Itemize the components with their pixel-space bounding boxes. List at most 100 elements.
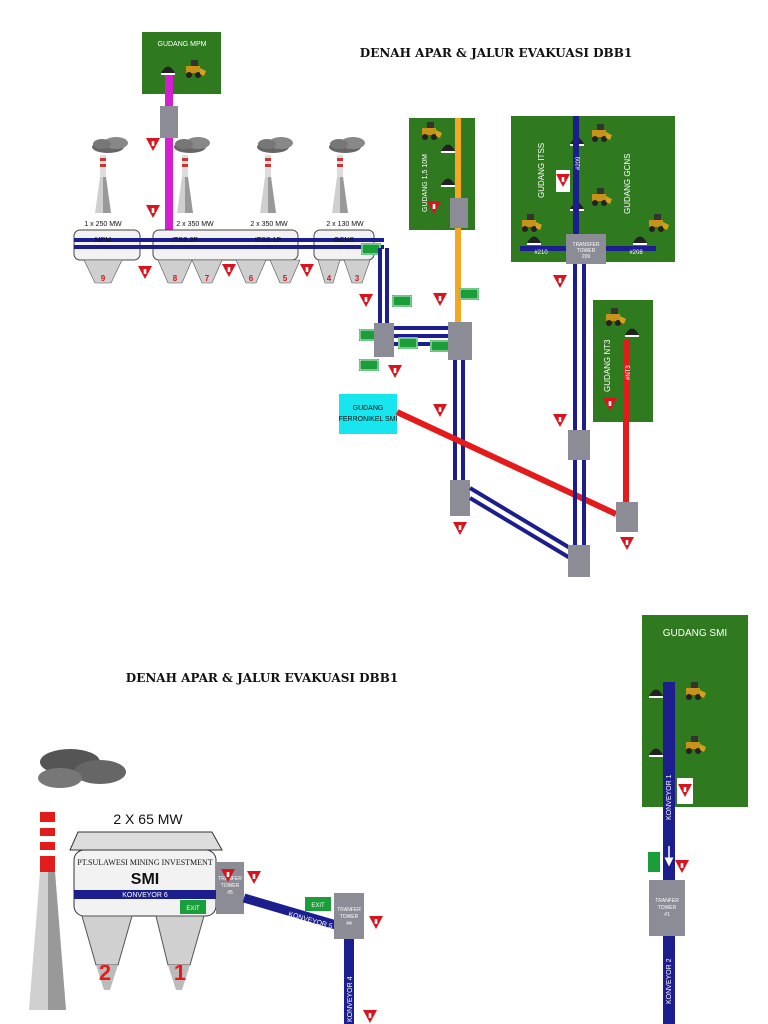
conveyor-label: #210 bbox=[534, 250, 548, 256]
exit-sign-label: EXIT bbox=[311, 903, 325, 909]
konveyor-1-label: KONVEYOR 1 bbox=[666, 774, 673, 820]
transfer-tower-4: TRANFER TOWER #4 bbox=[334, 893, 364, 939]
apar-icon bbox=[388, 365, 402, 378]
exit-sign-icon bbox=[429, 339, 451, 353]
plant-label: ITSS 2P bbox=[172, 237, 198, 244]
unit-number: 6 bbox=[249, 274, 254, 283]
transfer-tower bbox=[568, 545, 590, 577]
apar-icon bbox=[363, 1010, 377, 1023]
plant-label: ITSS 1P bbox=[255, 237, 281, 244]
capacity-label: 2 X 65 MW bbox=[113, 811, 183, 827]
conveyor-label: #208 bbox=[629, 250, 643, 256]
unit-label: 2 x 130 MW bbox=[326, 221, 364, 228]
boiler-1-label: 1 bbox=[174, 960, 186, 985]
unit-number: 9 bbox=[101, 274, 106, 283]
gudang-ferronikel-label: FERRONIKEL SMI bbox=[339, 416, 398, 423]
exit-sign-icon bbox=[458, 287, 480, 301]
konveyor-2-label: KONVEYOR 2 bbox=[666, 958, 673, 1004]
apar-icon bbox=[433, 293, 447, 306]
konveyor-4 bbox=[344, 939, 354, 1024]
exit-sign-icon bbox=[397, 336, 419, 350]
tower-label: TOWER bbox=[577, 248, 596, 254]
transfer-tower bbox=[568, 430, 590, 460]
chimney-icon bbox=[92, 137, 128, 213]
apar-icon bbox=[675, 860, 689, 873]
unit-number: 4 bbox=[327, 274, 332, 283]
gudang-smi-label: GUDANG SMI bbox=[663, 628, 727, 639]
smi-plant: PT.SULAWESI MINING INVESTMENT SMI KONVEY… bbox=[69, 831, 223, 990]
conveyor-nt3 bbox=[623, 340, 629, 504]
gudang-ferronikel-label: GUDANG bbox=[353, 405, 384, 412]
gudang-itss-label: GUDANG ITSS bbox=[537, 143, 546, 198]
gudang-15-10m-label: GUDANG 1,5 10M bbox=[422, 154, 429, 212]
unit-label: 2 x 350 MW bbox=[250, 221, 288, 228]
apar-icon bbox=[222, 264, 236, 277]
smi-label: SMI bbox=[131, 871, 159, 888]
tower-label: TOWER bbox=[221, 883, 240, 889]
exit-sign-icon bbox=[648, 852, 660, 872]
transfer-tower bbox=[374, 323, 394, 357]
plant-label: GCNS bbox=[334, 237, 355, 244]
apar-icon bbox=[146, 205, 160, 218]
company-label: PT.SULAWESI MINING INVESTMENT bbox=[77, 858, 213, 867]
unit-number: 7 bbox=[205, 274, 210, 283]
transfer-tower-209 bbox=[566, 234, 606, 264]
transfer-tower bbox=[616, 502, 638, 532]
konveyor-4-label: KONVEYOR 4 bbox=[347, 976, 354, 1022]
unit-label: 1 x 250 MW bbox=[84, 221, 122, 228]
tower-label: TRANFER bbox=[337, 907, 361, 913]
bottom-title: DENAH APAR & JALUR EVAKUASI DBB1 bbox=[126, 671, 398, 685]
conveyor-label: #NT3 bbox=[626, 365, 632, 380]
gudang-smi: GUDANG SMI bbox=[642, 615, 748, 807]
gudang-nt3-label: GUDANG NT3 bbox=[603, 339, 612, 392]
unit-label: 2 x 350 MW bbox=[176, 221, 214, 228]
conveyor-209 bbox=[573, 116, 579, 236]
power-plant-row: MPM ITSS 2P ITSS 1P GCNS 9 8 7 6 5 4 3 bbox=[73, 229, 384, 284]
transfer-tower bbox=[450, 480, 470, 516]
tower-label: TRANFER bbox=[655, 898, 679, 904]
apar-icon bbox=[553, 275, 567, 288]
konveyor-6-label: KONVEYOR 6 bbox=[122, 892, 168, 899]
apar-icon bbox=[146, 138, 160, 151]
conveyor-red-diagonal bbox=[395, 409, 618, 517]
gudang-gcns-label: GUDANG GCNS bbox=[623, 154, 632, 214]
tower-label: TOWER bbox=[658, 905, 677, 911]
transfer-tower-1: TRANFER TOWER #1 bbox=[649, 880, 685, 936]
konveyor-5 bbox=[242, 893, 338, 930]
tower-label: #4 bbox=[346, 921, 352, 927]
transfer-tower bbox=[450, 198, 468, 228]
gudang-mpm: GUDANG MPM bbox=[142, 32, 221, 94]
unit-number: 5 bbox=[283, 274, 288, 283]
apar-icon bbox=[453, 522, 467, 535]
boiler-2-label: 2 bbox=[99, 960, 111, 985]
tower-label: #5 bbox=[227, 890, 233, 896]
apar-icon bbox=[359, 294, 373, 307]
chimney-icon bbox=[257, 137, 293, 213]
chimney-smi bbox=[29, 749, 126, 1010]
exit-sign-icon bbox=[358, 358, 380, 372]
exit-sign-icon bbox=[391, 294, 413, 308]
unit-number: 8 bbox=[173, 274, 178, 283]
transfer-tower bbox=[448, 322, 472, 360]
chimney-icon bbox=[329, 137, 365, 213]
apar-icon bbox=[300, 264, 314, 277]
conveyor-magenta bbox=[165, 75, 173, 233]
conveyor-label: #209 bbox=[576, 156, 582, 170]
gudang-ferronikel: GUDANG FERRONIKEL SMI bbox=[339, 394, 398, 434]
transfer-tower-mpm bbox=[160, 106, 178, 138]
gudang-mpm-label: GUDANG MPM bbox=[158, 41, 207, 48]
konveyor-2 bbox=[663, 936, 675, 1024]
top-title: DENAH APAR & JALUR EVAKUASI DBB1 bbox=[360, 46, 632, 60]
apar-icon bbox=[553, 414, 567, 427]
plant-label: MPM bbox=[95, 237, 112, 244]
apar-icon bbox=[247, 871, 261, 884]
tower-label: TRANSFER bbox=[573, 242, 600, 248]
tower-label: #1 bbox=[664, 912, 670, 918]
apar-icon bbox=[369, 916, 383, 929]
tower-label: TRANFER bbox=[218, 876, 242, 882]
tower-label: TOWER bbox=[340, 914, 359, 920]
apar-icon bbox=[620, 537, 634, 550]
apar-icon bbox=[433, 404, 447, 417]
konveyor-1 bbox=[663, 682, 675, 882]
